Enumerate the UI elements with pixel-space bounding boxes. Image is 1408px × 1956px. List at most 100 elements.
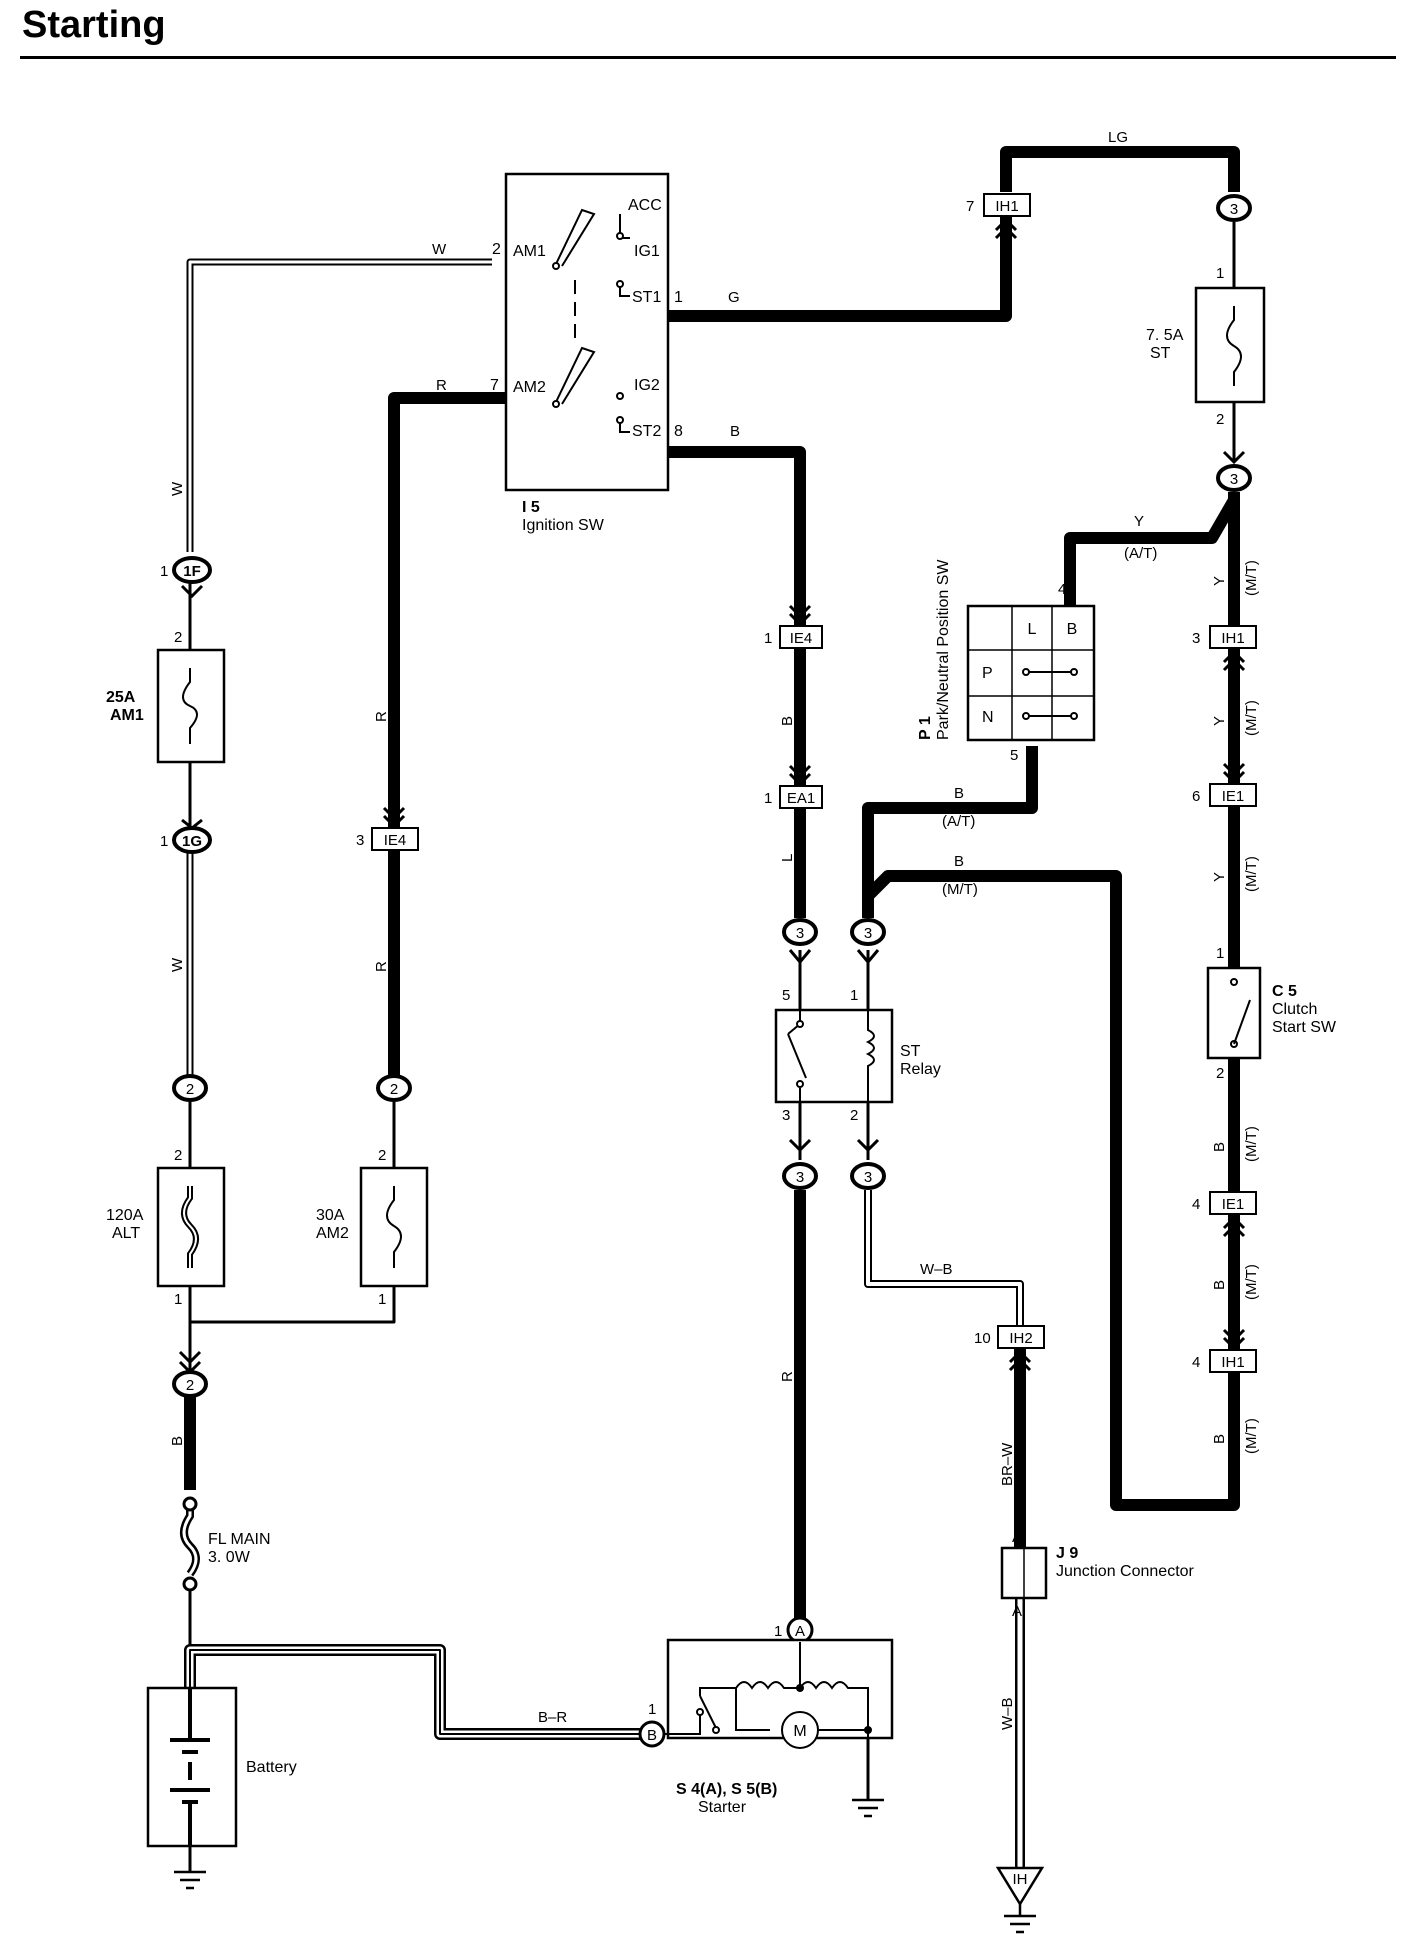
- wire-lg: [1000, 146, 1240, 192]
- conn-1f: 1F 1: [160, 556, 212, 599]
- conn-3-l: 3: [782, 918, 818, 946]
- lbl-b-at: B: [954, 785, 964, 802]
- svg-text:3: 3: [796, 1169, 804, 1186]
- lbl-br: B–R: [538, 1709, 567, 1726]
- lbl-w-top: W: [432, 241, 447, 258]
- conn-3-r: 3: [782, 1162, 818, 1190]
- fuse-st: 7. 5A ST 1 2: [1146, 265, 1266, 428]
- term-st1: ST1: [632, 289, 661, 306]
- wire-y-at: [1064, 496, 1240, 606]
- ground-ih-label: IH: [1013, 1871, 1028, 1888]
- conn-ie1-bot: IE1 4: [1192, 1191, 1257, 1238]
- svg-text:ALT: ALT: [112, 1225, 140, 1242]
- lbl-w-vert1: W: [169, 481, 186, 496]
- lbl-b-batt: B: [169, 1436, 186, 1446]
- ground-icon: [852, 1798, 884, 1818]
- lbl-lg: LG: [1108, 129, 1128, 146]
- svg-text:120A: 120A: [106, 1207, 144, 1224]
- svg-text:IH2: IH2: [1009, 1330, 1032, 1347]
- svg-text:3: 3: [1230, 201, 1238, 218]
- svg-text:25A: 25A: [106, 689, 136, 706]
- lbl-b2: B: [1211, 1280, 1228, 1290]
- svg-text:3: 3: [1230, 471, 1238, 488]
- conn-3-st: 3: [1216, 450, 1252, 492]
- svg-text:EA1: EA1: [787, 790, 815, 807]
- svg-text:A: A: [1012, 1529, 1022, 1546]
- fuses: 25A AM1 120A ALT 2 1 30A AM2 2 1 7. 5A S…: [106, 265, 1266, 1592]
- pin-st2: 8: [674, 423, 683, 440]
- st-relay: 5 1 3 2 ST Relay: [774, 949, 941, 1153]
- grounds: [174, 1798, 1045, 1934]
- lbl-wb2: W–B: [999, 1697, 1016, 1730]
- svg-text:IE4: IE4: [384, 832, 407, 849]
- lbl-r-vert2: R: [373, 961, 390, 972]
- lbl-r-top: R: [436, 377, 447, 394]
- lbl-brw: BR–W: [999, 1442, 1016, 1486]
- lbl-y2: Y: [1211, 716, 1228, 726]
- fuse-fl-main: FL MAIN 3. 0W: [180, 1496, 271, 1592]
- svg-text:3: 3: [782, 1107, 790, 1124]
- conn-ih1-bot: IH1 4: [1192, 1328, 1257, 1373]
- park-neutral-switch: L B P N 4 5 P 1 Park/Neutral Position SW: [917, 559, 1096, 764]
- lbl-y-at: Y: [1134, 513, 1144, 530]
- wire-b-mt3: [862, 870, 1240, 1511]
- svg-text:1: 1: [378, 1291, 386, 1308]
- svg-text:Junction Connector: Junction Connector: [1056, 1563, 1195, 1580]
- motor-icon: M: [793, 1723, 806, 1740]
- svg-text:IH1: IH1: [1221, 1354, 1244, 1371]
- svg-text:C 5: C 5: [1272, 983, 1297, 1000]
- conn-2-alt: 2: [172, 1074, 208, 1102]
- lbl-b1: B: [1211, 1142, 1228, 1152]
- svg-text:1F: 1F: [183, 563, 201, 580]
- wires: [184, 146, 1240, 1872]
- svg-text:Park/Neutral Position SW: Park/Neutral Position SW: [935, 559, 952, 740]
- ignition-switch: AM1 AM2 ACC IG1 ST1 IG2 ST2 2 7 1 8 I 5 …: [490, 172, 683, 534]
- svg-text:3. 0W: 3. 0W: [208, 1549, 251, 1566]
- svg-text:3: 3: [796, 925, 804, 942]
- svg-text:7. 5A: 7. 5A: [1146, 327, 1184, 344]
- svg-text:5: 5: [782, 987, 790, 1004]
- lbl-r-starter: R: [779, 1371, 796, 1382]
- clutch-start-switch: 1 2 C 5 Clutch Start SW: [1206, 945, 1337, 1082]
- svg-text:4: 4: [1192, 1196, 1200, 1213]
- conn-2-fl: 2: [172, 1350, 208, 1398]
- conn-ih1-mid: IH1 3: [1192, 625, 1257, 672]
- svg-text:Starter: Starter: [698, 1799, 747, 1816]
- svg-text:AM1: AM1: [110, 707, 144, 724]
- lbl-mt-b3: (M/T): [1243, 1418, 1260, 1454]
- svg-text:P 1: P 1: [917, 716, 934, 740]
- ground-ih-icon: [995, 1866, 1045, 1934]
- wire-w-am1: [186, 258, 492, 552]
- svg-text:J 9: J 9: [1056, 1545, 1078, 1562]
- lbl-mt-b2: (M/T): [1243, 1264, 1260, 1300]
- svg-text:P: P: [982, 665, 993, 682]
- svg-text:1: 1: [174, 1291, 182, 1308]
- svg-text:5: 5: [1010, 747, 1018, 764]
- svg-text:IE4: IE4: [790, 630, 813, 647]
- page-title: Starting: [22, 4, 166, 46]
- junction-connector: A A J 9 Junction Connector: [1000, 1529, 1195, 1620]
- svg-text:1: 1: [1216, 945, 1224, 962]
- ground-icon: [174, 1870, 206, 1890]
- conn-b-starter: B 1: [638, 1701, 666, 1748]
- svg-text:1G: 1G: [182, 833, 202, 850]
- conn-ie4-r: IE4 3: [356, 806, 419, 851]
- svg-text:7: 7: [966, 198, 974, 215]
- svg-text:1: 1: [648, 1701, 656, 1718]
- svg-text:3: 3: [356, 832, 364, 849]
- wire-br: [184, 1644, 640, 1740]
- wire-fuse-join: [188, 1098, 396, 1380]
- lbl-b-ie4: B: [779, 716, 796, 726]
- svg-text:Start SW: Start SW: [1272, 1019, 1337, 1036]
- title-rule: [20, 56, 1396, 59]
- conn-3-wb: 3: [850, 1162, 886, 1190]
- lbl-mt-b: (M/T): [942, 881, 978, 898]
- conn-ih2: IH2 10: [974, 1325, 1045, 1372]
- svg-text:4: 4: [1058, 581, 1066, 598]
- svg-text:2: 2: [186, 1377, 194, 1394]
- svg-text:2: 2: [1216, 411, 1224, 428]
- conn-3-lg: 3: [1216, 194, 1252, 222]
- lbl-l: L: [779, 854, 796, 862]
- svg-text:3: 3: [864, 925, 872, 942]
